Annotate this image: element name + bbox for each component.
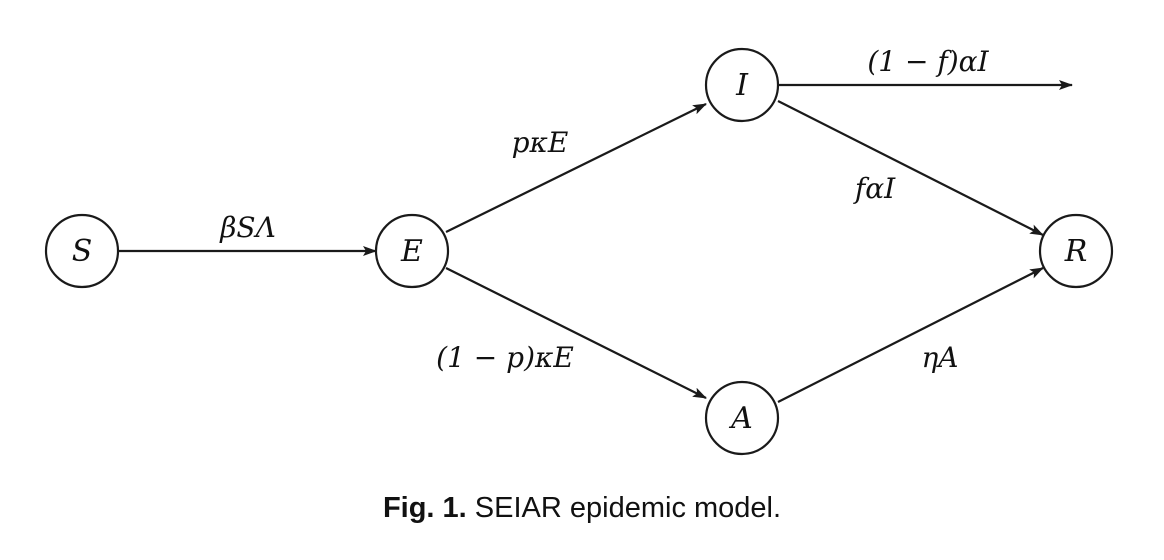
node-a: A (704, 380, 780, 456)
node-a-label: A (728, 401, 753, 436)
edge-label-i-out: (1 − f)αI (867, 45, 989, 78)
node-r: R (1038, 213, 1114, 289)
edge-e-to-i (445, 103, 707, 233)
figure-caption: Fig. 1. SEIAR epidemic model. (0, 492, 1164, 525)
edge-a-to-r (777, 267, 1044, 403)
node-s-label: S (72, 234, 93, 269)
node-r-label: R (1064, 234, 1088, 269)
node-i-label: I (735, 68, 749, 103)
edge-label-a-to-r: ηA (922, 341, 959, 374)
figure-caption-text: SEIAR epidemic model. (474, 492, 782, 524)
edge-e-to-a (445, 267, 707, 399)
node-s: S (44, 213, 120, 289)
edge-label-i-to-r: fαI (853, 172, 896, 205)
node-e-label: E (400, 234, 423, 269)
node-e: E (374, 213, 450, 289)
edge-label-e-to-a: (1 − p)κE (436, 341, 574, 374)
edge-label-s-to-e: βSΛ (219, 211, 276, 244)
node-i: I (704, 47, 780, 123)
edge-i-to-r (777, 100, 1044, 236)
edge-label-e-to-i: pκE (512, 126, 569, 159)
figure-caption-label: Fig. 1. (382, 492, 467, 524)
